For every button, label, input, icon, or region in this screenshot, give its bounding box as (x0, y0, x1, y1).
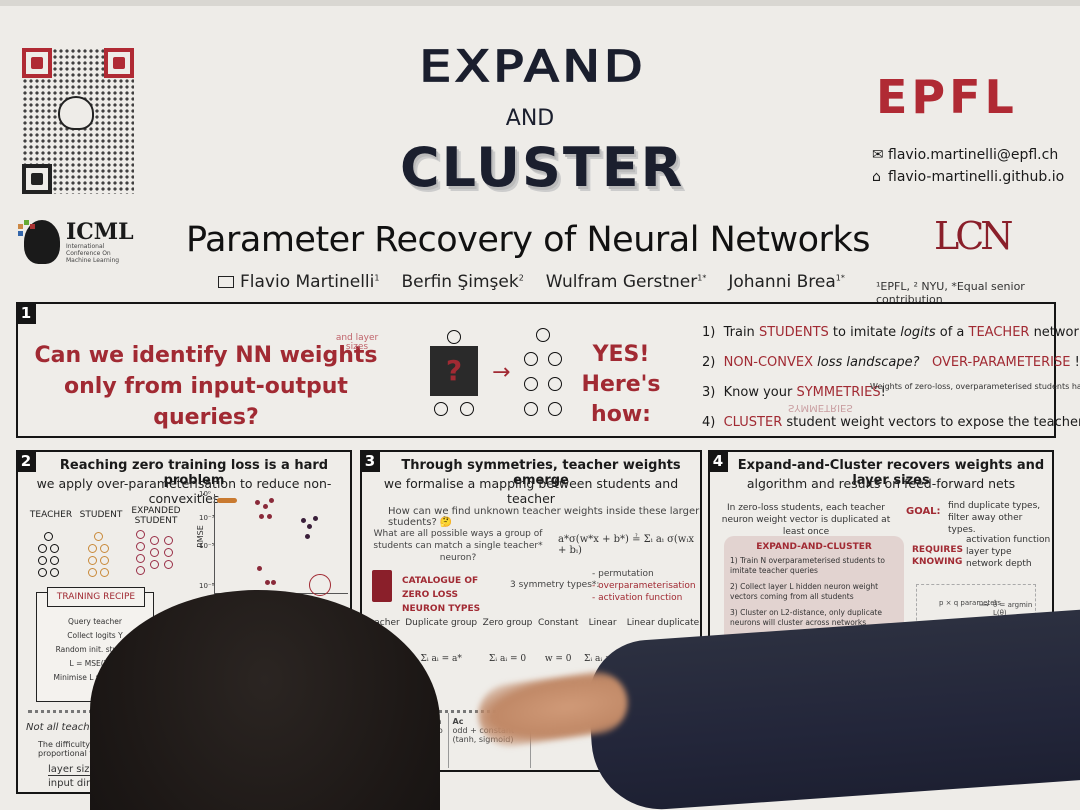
brain-icon (58, 96, 94, 130)
arrow-right-icon: → (492, 360, 511, 385)
section-1: 1 Can we identify NN weights only from i… (16, 302, 1080, 440)
section-subtitle: we apply over-parameterisation to reduce… (36, 476, 332, 506)
research-question: Can we identify NN weights only from inp… (26, 334, 386, 433)
rmse-plot: RMSE 10⁰ 10⁻³ 10⁻⁵ 10⁻⁸ (196, 490, 348, 596)
fraction-numerator: layer size (48, 764, 96, 776)
email-link[interactable]: ✉flavio.martinelli@epfl.ch (872, 144, 1064, 166)
goal-label: GOAL: (906, 506, 941, 517)
step-item: 2) NON-CONVEX loss landscape? OVER-PARAM… (702, 355, 1080, 370)
section-number: 2 (16, 450, 36, 472)
symmetry-types: - permutation - overparameterisation - a… (592, 569, 696, 603)
node-icon (548, 377, 562, 391)
step-item: 1) Train STUDENTS to imitate logits of a… (702, 325, 1080, 340)
section-title: Through symmetries, teacher weights emer… (401, 458, 681, 488)
node-icon (460, 402, 474, 416)
icml-name: ICML (66, 218, 134, 245)
icml-caption: International Conference On Machine Lear… (66, 242, 120, 264)
section-number: 4 (708, 450, 728, 472)
steps-list: 1) Train STUDENTS to imitate logits of a… (702, 320, 1080, 440)
algorithm-title: EXPAND-AND-CLUSTER (756, 542, 872, 552)
teacher-label: TEACHER (29, 510, 73, 520)
section-subtitle: we formalise a mapping between students … (383, 476, 679, 506)
neuron-type: Teacher (364, 618, 400, 628)
section-title: Reaching zero training loss is a hard pr… (59, 458, 329, 488)
author-list: Flavio Martinelli1 Berfin Şimşek2 Wulfra… (218, 272, 845, 292)
question-text: How can we find unknown teacher weights … (388, 506, 700, 528)
qr-finder-icon (22, 164, 52, 194)
author: Berfin Şimşek2 (401, 272, 524, 292)
node-icon (447, 330, 461, 344)
icml-logo: ICML International Conference On Machine… (18, 218, 136, 264)
icml-head-icon (18, 220, 60, 264)
node-icon (536, 328, 550, 342)
author: Johanni Brea1* (728, 272, 845, 292)
intro-text: In zero-loss students, each teacher neur… (721, 503, 891, 537)
student-label: STUDENT (79, 510, 123, 520)
node-icon (524, 402, 538, 416)
question-superscript: and layer sizes (335, 333, 379, 352)
title-and: AND (505, 106, 555, 131)
contact-info: ✉flavio.martinelli@epfl.ch ⌂flavio-marti… (872, 144, 1064, 188)
book-icon (372, 570, 392, 602)
node-icon (548, 402, 562, 416)
node-icon (434, 402, 448, 416)
node-icon (548, 352, 562, 366)
question-text-2: What are all possible ways a group of st… (373, 529, 543, 563)
recipe-title: TRAINING RECIPE (47, 587, 145, 607)
section-subtitle: algorithm and results on feed-forward ne… (746, 476, 1016, 491)
author: Flavio Martinelli1 (218, 272, 379, 292)
title-cluster: CLUSTER (400, 136, 685, 199)
poster: ICML International Conference On Machine… (0, 6, 1080, 810)
node-icon (524, 377, 538, 391)
step-item: 4) CLUSTER student weight vectors to exp… (702, 415, 1080, 430)
lcn-logo: LCN (934, 214, 1014, 258)
note-body: The difficulty of the teach proportional… (38, 740, 141, 758)
title-expand: EXPAND (419, 41, 647, 92)
section-number: 3 (360, 450, 380, 472)
qr-finder-icon (22, 48, 52, 78)
envelope-icon (218, 276, 234, 288)
epfl-logo: EPFL (876, 70, 1018, 124)
step3-note: Weights of zero-loss, overparameterised … (870, 382, 1080, 391)
section-number: 1 (16, 302, 36, 324)
section-title: Expand-and-Cluster recovers weights and … (737, 458, 1045, 488)
author: Wulfram Gerstner1* (545, 272, 707, 292)
black-box-diagram: ? → (408, 322, 588, 422)
poster-subtitle: Parameter Recovery of Neural Networks (186, 220, 870, 260)
step-item: 3) Know your SYMMETRIES! SYMMETRIES Weig… (702, 382, 1080, 413)
requires-list: activation function layer type network d… (966, 535, 1051, 569)
qr-finder-icon (104, 48, 134, 78)
question-mark-icon: ? (430, 346, 478, 396)
home-icon: ⌂ (872, 169, 881, 185)
qr-code[interactable] (22, 48, 134, 194)
person-arm (584, 608, 1080, 810)
goal-text: find duplicate types, filter away other … (948, 501, 1041, 535)
catalogue-title: CATALOGUE OF ZERO LOSS NEURON TYPES (402, 576, 481, 614)
symmetry-label: 3 symmetry types*: (510, 580, 600, 590)
node-icon (524, 352, 538, 366)
website-link[interactable]: ⌂flavio-martinelli.github.io (872, 166, 1064, 188)
requires-label: REQUIRES KNOWING (912, 545, 963, 567)
expanded-student-label: EXPANDED STUDENT (131, 506, 181, 526)
person-head (90, 590, 440, 810)
answer: YES! Here's how: (581, 342, 661, 427)
matching-equation: a*σ(w*x + b*) ≟ Σᵢ aᵢ σ(wᵢx + bᵢ) (558, 534, 695, 556)
fraction-denominator: input dimensi (48, 778, 117, 789)
envelope-icon: ✉ (872, 147, 884, 163)
